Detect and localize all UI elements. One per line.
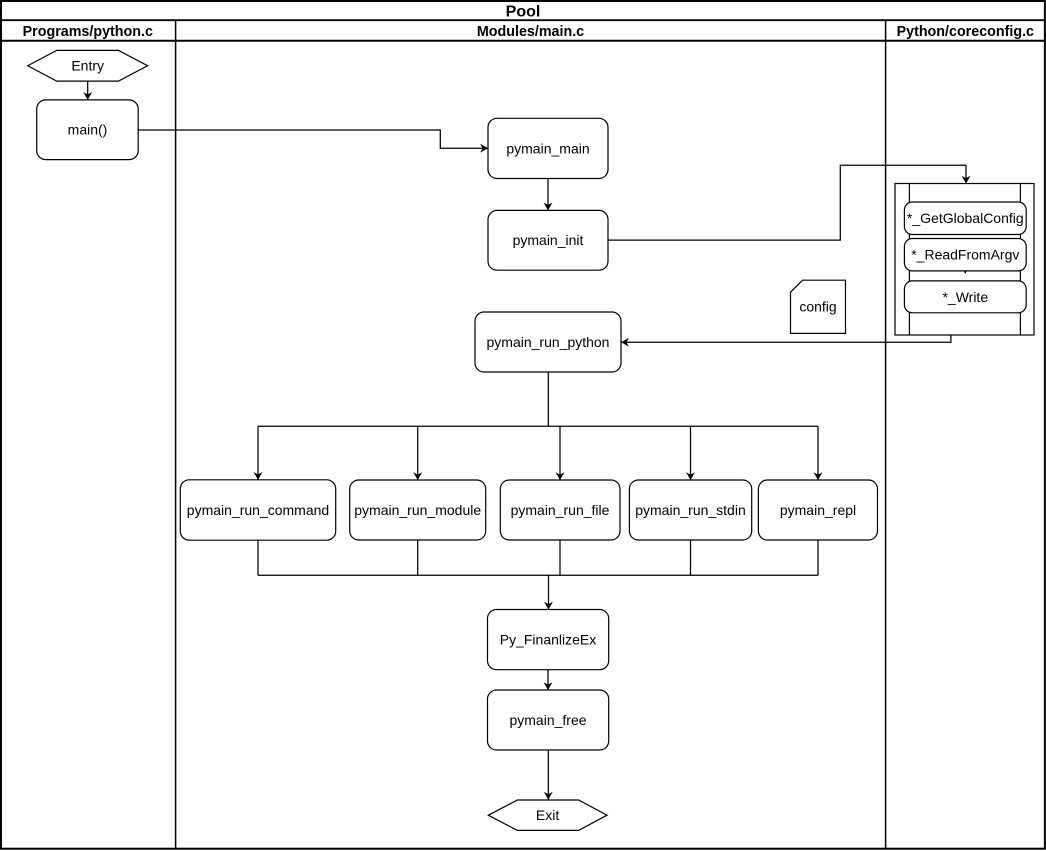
svg-text:pymain_run_stdin: pymain_run_stdin: [635, 502, 746, 518]
svg-text:Pool: Pool: [506, 4, 541, 21]
svg-text:*_Write: *_Write: [942, 289, 988, 305]
svg-text:Programs/python.c: Programs/python.c: [23, 24, 153, 40]
svg-text:pymain_run_python: pymain_run_python: [487, 334, 610, 350]
svg-text:pymain_run_file: pymain_run_file: [511, 502, 610, 518]
svg-text:Python/coreconfig.c: Python/coreconfig.c: [897, 24, 1034, 40]
svg-text:*_ReadFromArgv: *_ReadFromArgv: [911, 247, 1019, 263]
svg-text:Py_FinanlizeEx: Py_FinanlizeEx: [500, 632, 597, 648]
svg-text:config: config: [799, 299, 836, 315]
svg-text:pymain_repl: pymain_repl: [780, 502, 856, 518]
svg-text:Exit: Exit: [536, 807, 559, 823]
svg-text:*_GetGlobalConfig: *_GetGlobalConfig: [907, 210, 1024, 226]
svg-text:Modules/main.c: Modules/main.c: [477, 24, 584, 40]
svg-text:pymain_main: pymain_main: [506, 140, 589, 156]
svg-text:Entry: Entry: [71, 58, 104, 74]
svg-text:pymain_init: pymain_init: [513, 232, 584, 248]
svg-text:pymain_free: pymain_free: [509, 712, 586, 728]
svg-text:main(): main(): [68, 122, 108, 138]
svg-text:pymain_run_module: pymain_run_module: [354, 502, 481, 518]
svg-text:pymain_run_command: pymain_run_command: [187, 502, 329, 518]
